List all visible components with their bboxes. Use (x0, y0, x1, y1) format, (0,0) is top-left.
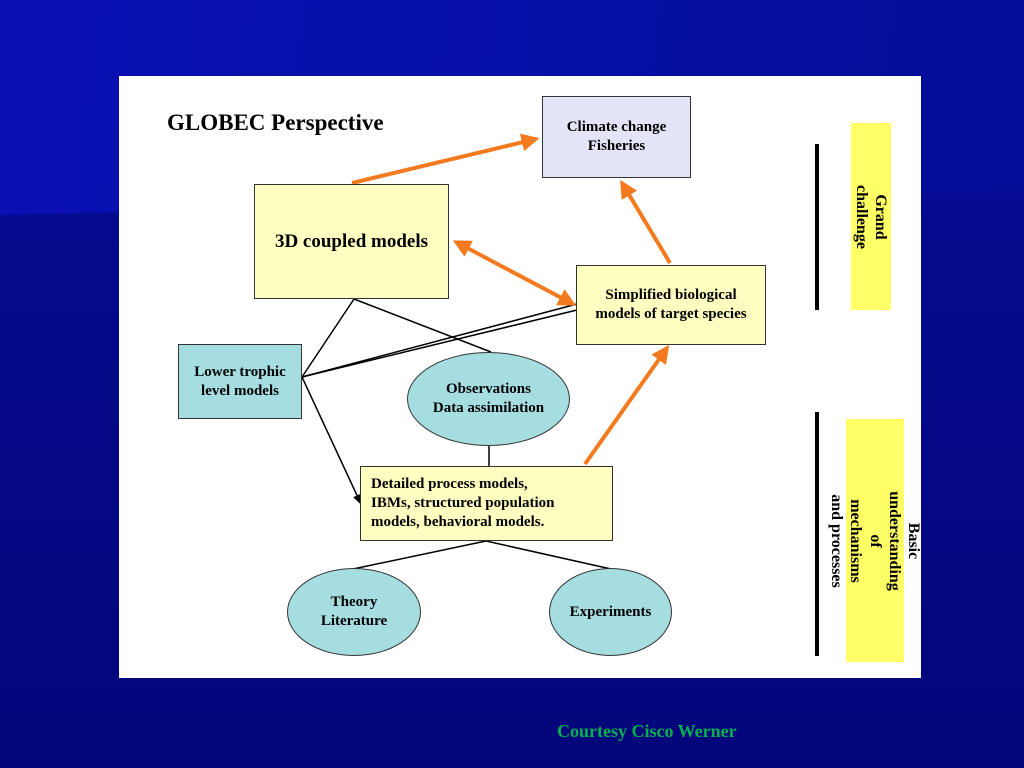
diagram-panel: GLOBEC Perspective Climate change Fisher… (119, 76, 922, 678)
climate-fisheries-box: Climate change Fisheries (542, 96, 691, 178)
arrow-detailed-to-simplified (583, 345, 670, 466)
link-lower-detailed (301, 376, 362, 505)
lower-trophic-box: Lower trophic level models (178, 344, 302, 419)
basic-understanding-bar (815, 412, 819, 656)
arrow-simplified-to-climate (620, 179, 672, 265)
credit-text: Courtesy Cisco Werner (557, 721, 737, 741)
basic-understanding-text: Basic understanding of mechanisms and pr… (828, 490, 922, 591)
link-lower-simplified-top (301, 303, 578, 378)
diagram-connections (301, 133, 672, 570)
link-lower-simplified-bottom (301, 309, 578, 378)
link-coupled-observations (353, 298, 492, 353)
simplified-models-box: Simplified biological models of target s… (576, 265, 766, 345)
basic-understanding-label: Basic understanding of mechanisms and pr… (828, 419, 922, 662)
theory-literature-ellipse: Theory Literature (287, 568, 421, 656)
experiments-ellipse: Experiments (549, 568, 672, 656)
arrow-coupled-to-climate (351, 133, 540, 185)
link-coupled-lower (301, 298, 355, 378)
grand-challenge-bar (815, 144, 819, 310)
grand-challenge-label: Grand challenge (851, 123, 891, 310)
detailed-process-box: Detailed process models, IBMs, structure… (360, 466, 613, 541)
arrow-coupled-simplified (452, 240, 577, 306)
diagram-title: GLOBEC Perspective (167, 110, 384, 135)
coupled-models-box: 3D coupled models (254, 184, 449, 299)
link-detailed-theory (352, 540, 487, 570)
observations-ellipse: Observations Data assimilation (407, 352, 570, 446)
link-detailed-experiments (485, 540, 612, 570)
grand-challenge-text: Grand challenge (853, 184, 890, 249)
